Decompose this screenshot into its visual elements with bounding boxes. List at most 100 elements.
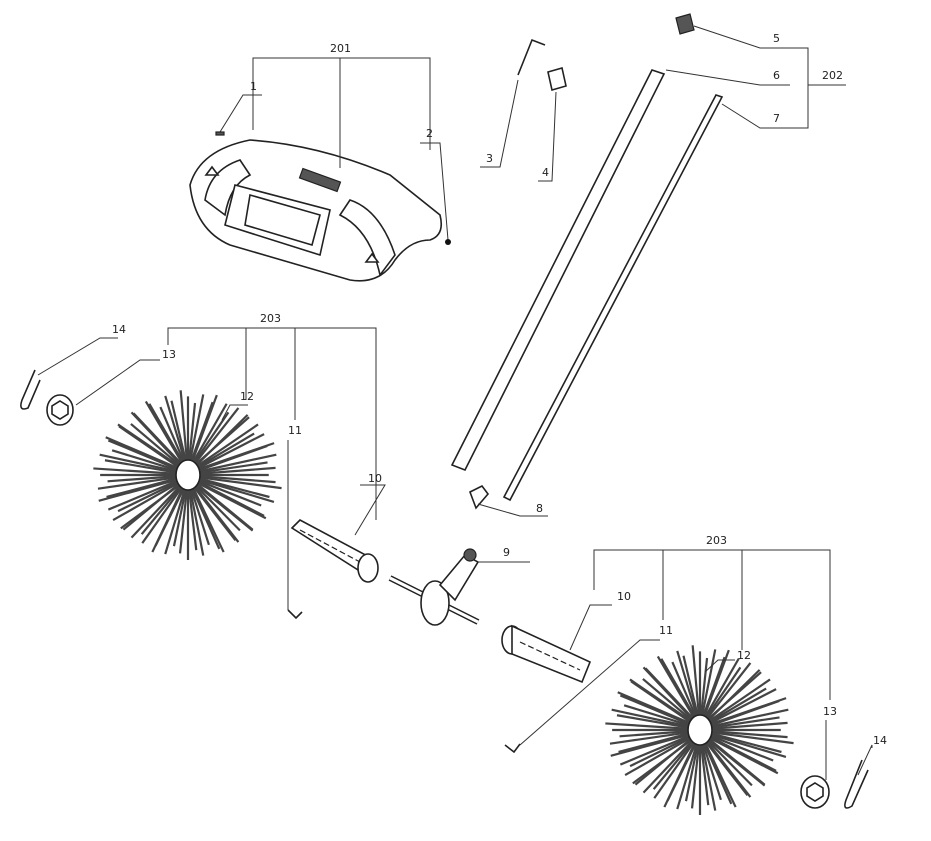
bristle xyxy=(711,708,789,728)
bristle xyxy=(619,694,690,726)
bristle xyxy=(193,486,237,542)
bristle xyxy=(623,704,690,727)
bristle xyxy=(671,661,697,718)
bristle xyxy=(141,486,183,544)
bristle xyxy=(709,688,777,724)
bristle xyxy=(705,666,742,719)
label-203-right: 203 xyxy=(706,534,727,547)
bristle xyxy=(144,400,183,464)
bristle xyxy=(703,742,733,805)
bristle xyxy=(711,732,782,754)
bristle xyxy=(107,475,177,483)
bristle xyxy=(198,479,262,507)
bristle xyxy=(711,716,780,729)
bristle xyxy=(191,487,221,550)
label-4: 4 xyxy=(542,166,549,179)
label-7: 7 xyxy=(773,112,780,125)
bristle xyxy=(117,423,180,467)
hub-right-part-10 xyxy=(501,624,592,684)
bristle xyxy=(195,414,249,466)
bristle xyxy=(702,656,726,717)
bristle xyxy=(187,402,197,462)
bristle xyxy=(706,739,753,787)
bristle xyxy=(703,649,730,718)
bristle xyxy=(618,732,689,754)
bristle xyxy=(112,482,179,522)
clip-part-4 xyxy=(547,66,567,92)
bristle xyxy=(196,423,259,467)
bristle xyxy=(195,484,254,532)
screw-part-2 xyxy=(445,239,451,245)
label-13-left: 13 xyxy=(162,348,176,361)
clip-right-part-14 xyxy=(844,759,869,809)
bristle xyxy=(704,658,740,718)
bristle xyxy=(199,461,268,474)
bristle xyxy=(711,730,788,739)
bristle xyxy=(192,403,228,463)
bristle xyxy=(199,453,277,473)
bristle xyxy=(192,487,225,553)
bristle xyxy=(189,394,205,462)
label-203-left: 203 xyxy=(260,312,281,325)
bristle xyxy=(193,411,230,464)
bristle xyxy=(644,667,694,720)
bristle xyxy=(170,400,187,462)
bristle xyxy=(619,734,690,766)
label-6: 6 xyxy=(773,69,780,82)
pin-part-3 xyxy=(517,38,546,76)
bristle xyxy=(676,743,698,810)
bristle xyxy=(701,743,717,811)
bristle xyxy=(711,721,788,730)
label-14-right: 14 xyxy=(873,734,887,747)
leader-lines-203-left xyxy=(37,327,386,610)
bristle xyxy=(634,738,692,786)
bristle xyxy=(653,741,695,799)
bristle xyxy=(199,476,282,490)
label-202: 202 xyxy=(822,69,843,82)
bristle xyxy=(197,482,267,520)
bristle xyxy=(190,488,210,546)
label-3: 3 xyxy=(486,152,493,165)
handle-tube-part-6 xyxy=(450,69,666,472)
label-10-right: 10 xyxy=(617,590,631,603)
bristle xyxy=(624,737,691,777)
bristle xyxy=(199,477,270,499)
bristle xyxy=(701,649,717,717)
bristle xyxy=(611,708,689,728)
housing-cover xyxy=(189,139,443,282)
label-5: 5 xyxy=(773,32,780,45)
bristle xyxy=(187,488,198,551)
bristle xyxy=(93,467,177,475)
screw-part-1 xyxy=(215,131,225,136)
bristle xyxy=(690,743,701,809)
bristle xyxy=(707,669,761,721)
bristle xyxy=(122,483,180,531)
label-1: 1 xyxy=(250,80,257,93)
bristle xyxy=(164,488,186,555)
pin-left-part-11 xyxy=(287,609,303,620)
bristle xyxy=(178,488,189,554)
label-11-right: 11 xyxy=(659,624,673,637)
bristle xyxy=(705,741,749,797)
bristle xyxy=(605,722,689,730)
leader-lines-201 xyxy=(219,57,449,241)
cap-part-5 xyxy=(675,13,695,35)
bristle xyxy=(151,487,184,553)
label-10-left: 10 xyxy=(368,472,382,485)
bristle xyxy=(190,401,214,462)
pin-right-part-11 xyxy=(504,743,521,754)
label-13-right: 13 xyxy=(823,705,837,718)
bristle xyxy=(684,743,699,802)
bristle xyxy=(197,433,265,469)
bristle xyxy=(656,655,695,719)
bristle xyxy=(191,394,218,463)
bristle xyxy=(710,699,780,727)
bristle xyxy=(702,743,722,801)
bristle xyxy=(99,453,177,473)
bristle xyxy=(140,485,182,535)
bristle xyxy=(708,678,771,722)
bristle xyxy=(132,412,182,465)
rod-part-7 xyxy=(502,94,724,502)
bristle xyxy=(710,733,787,758)
